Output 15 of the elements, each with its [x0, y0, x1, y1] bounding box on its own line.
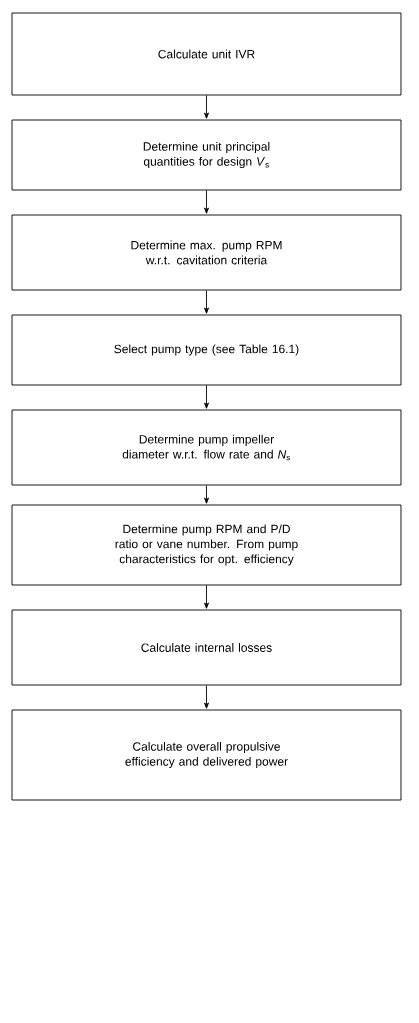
arrow: [204, 685, 209, 709]
arrow: [204, 585, 209, 609]
process-box: Calculate overall propulsive efficiency and delivered power: [11, 709, 402, 801]
process-box: Select pump type (see Table 16.1): [11, 314, 402, 386]
arrow: [204, 485, 209, 504]
process-box: Calculate internal losses: [11, 609, 402, 686]
process-box: Calculate unit IVR: [11, 12, 402, 96]
process-box: Determine pump RPM and P/D ratio or vane number. From pump characteristics for opt. efficiency: [11, 504, 402, 586]
process-box: Determine max. pump RPM w.r.t. cavitation criteria: [11, 214, 402, 291]
arrow: [204, 190, 209, 214]
arrow: [204, 95, 209, 119]
arrow: [204, 385, 209, 409]
arrow: [204, 290, 209, 314]
process-box: Determine unit principal quantities for design V$_{s}$: [11, 119, 402, 191]
process-box: Determine pump impeller diameter w.r.t. flow rate and N$_{s}$: [11, 409, 402, 486]
